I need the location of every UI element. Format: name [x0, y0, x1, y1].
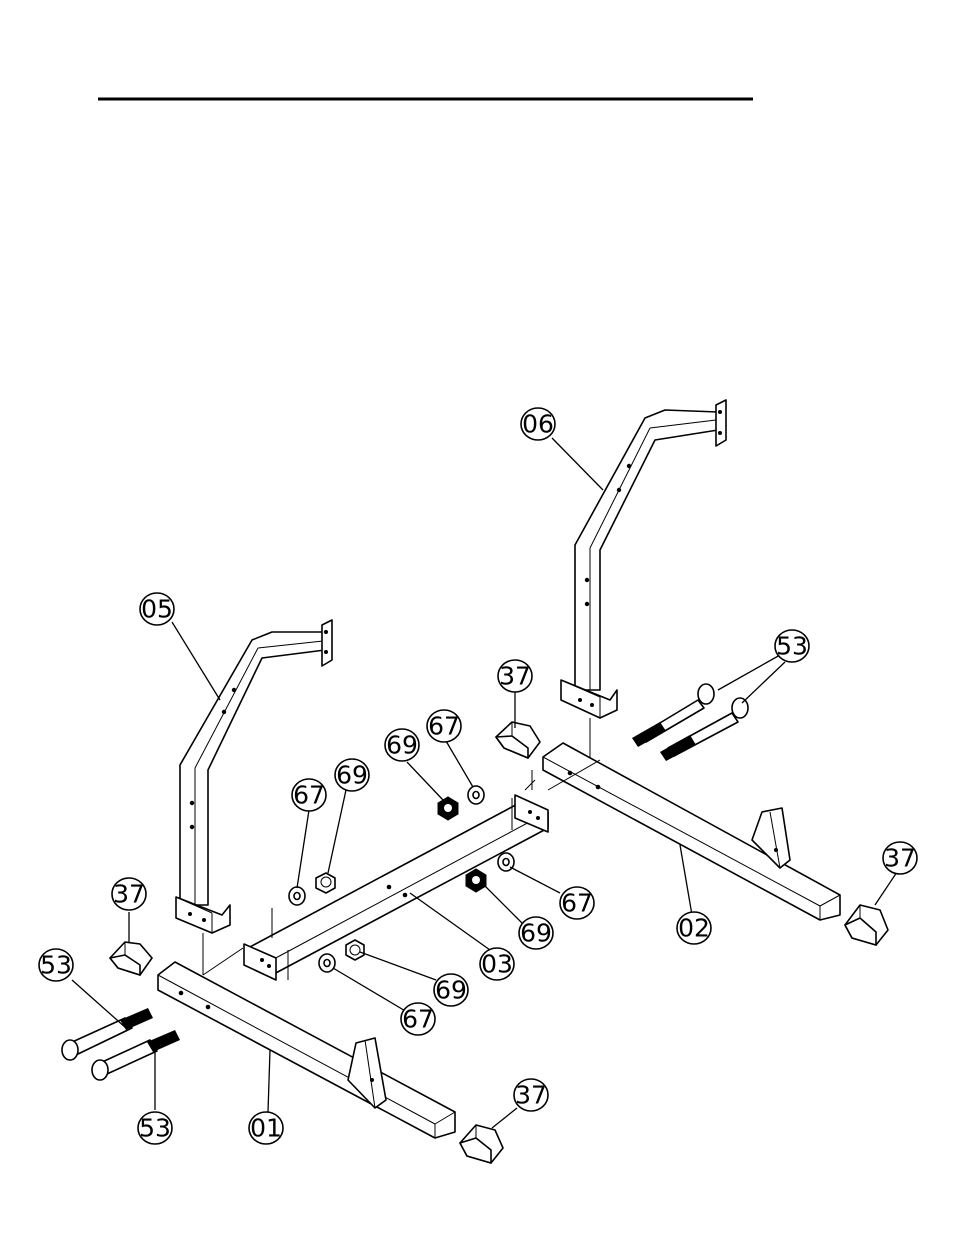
svg-text:06: 06 [522, 410, 554, 439]
svg-text:37: 37 [113, 880, 145, 909]
callout-53-left-upper: 53 [39, 949, 73, 981]
callout-01: 01 [249, 1112, 283, 1144]
svg-text:69: 69 [520, 919, 552, 948]
foot-cap-37-front-right [845, 905, 888, 945]
svg-text:37: 37 [884, 844, 916, 873]
callout-69-upper-right: 69 [385, 729, 419, 761]
svg-text:53: 53 [776, 632, 808, 661]
callout-37-back-left: 37 [112, 878, 146, 910]
foot-cap-37-back-left [110, 942, 152, 975]
nut-69-c [466, 869, 486, 892]
svg-text:53: 53 [139, 1114, 171, 1143]
foot-cap-37-front-left [460, 1125, 503, 1163]
callout-67-lower-right: 67 [560, 887, 594, 919]
callout-67-upper-left: 67 [292, 779, 326, 811]
washer-67-b [468, 786, 484, 804]
washer-67-a [289, 887, 305, 905]
callout-67-lower-left: 67 [401, 1003, 435, 1035]
callout-03: 03 [480, 948, 514, 980]
callout-37-front-left: 37 [514, 1079, 548, 1111]
washer-67-d [319, 954, 335, 972]
nut-69-a [316, 873, 335, 893]
svg-text:67: 67 [561, 889, 593, 918]
callout-69-lower-right: 69 [519, 917, 553, 949]
svg-text:67: 67 [428, 712, 460, 741]
callout-53-left-lower: 53 [138, 1112, 172, 1144]
svg-text:53: 53 [40, 951, 72, 980]
svg-text:01: 01 [250, 1114, 282, 1143]
callout-05: 05 [140, 593, 174, 625]
callout-53-right: 53 [775, 630, 809, 662]
nut-69-b [438, 797, 458, 820]
svg-text:69: 69 [336, 761, 368, 790]
callout-02: 02 [677, 912, 711, 944]
svg-text:37: 37 [515, 1081, 547, 1110]
callout-37-front-right: 37 [883, 842, 917, 874]
callout-69-upper-left: 69 [335, 759, 369, 791]
svg-text:67: 67 [293, 781, 325, 810]
svg-text:67: 67 [402, 1005, 434, 1034]
foot-cap-37-back-right [496, 722, 540, 758]
svg-text:05: 05 [141, 595, 173, 624]
svg-text:69: 69 [386, 731, 418, 760]
svg-text:69: 69 [435, 976, 467, 1005]
callout-06: 06 [521, 408, 555, 440]
svg-text:37: 37 [499, 662, 531, 691]
callout-37-back-right: 37 [498, 660, 532, 692]
base-tube-01 [158, 962, 455, 1138]
svg-text:03: 03 [481, 950, 513, 979]
nut-69-d [346, 940, 364, 960]
callout-67-upper-right: 67 [427, 710, 461, 742]
svg-text:02: 02 [678, 914, 710, 943]
callout-69-lower-left: 69 [434, 974, 468, 1006]
